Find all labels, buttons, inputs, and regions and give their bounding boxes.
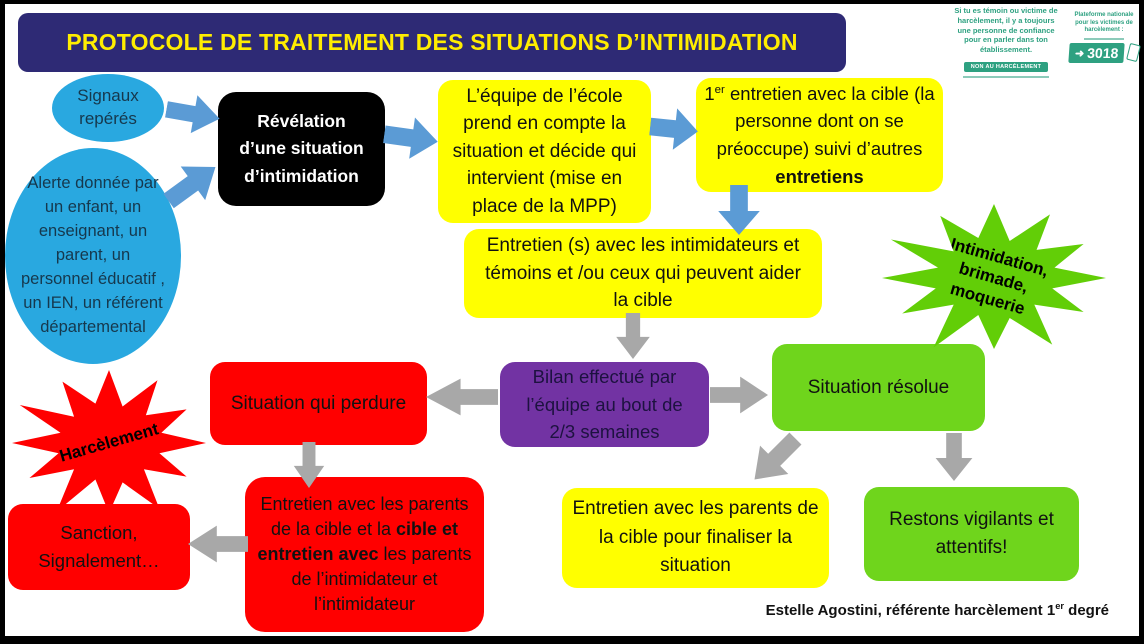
hotline-caption: Plateforme nationale pour les victimes d… [1074, 12, 1134, 33]
node-signals-label: Signaux repérés [77, 86, 139, 128]
node-interviews-label: Entretien (s) avec les intimidateurs et … [485, 235, 801, 312]
node-finalize: Entretien avec les parents de la cible p… [562, 488, 829, 588]
node-first-interview-label: 1er entretien avec la cible (la personne… [704, 80, 936, 191]
slide-canvas: PROTOCOLE DE TRAITEMENT DES SITUATIONS D… [5, 4, 1142, 636]
node-resolved-label: Situation résolue [807, 376, 950, 398]
poster-fine-print [963, 75, 1049, 78]
node-team: L’équipe de l’école prend en compte la s… [438, 80, 651, 223]
first-interview-text: entretien avec la cible (la personne don… [716, 82, 935, 160]
node-vigilant: Restons vigilants et attentifs! [864, 487, 1079, 581]
arrow-parents-to-sanction [188, 521, 248, 567]
first-interview-bold: entretiens [775, 165, 864, 187]
node-resolved: Situation résolue [772, 344, 985, 431]
starburst-harcelement: Harcèlement [12, 370, 206, 514]
node-finalize-label: Entretien avec les parents de la cible p… [572, 498, 819, 577]
hotline-number: 3018 [1086, 44, 1120, 61]
node-parents-interview-label: Entretien avec les parents de la cible e… [257, 492, 472, 618]
hotline-fine-print [1084, 37, 1124, 40]
node-vigilant-label: Restons vigilants et attentifs! [889, 508, 1054, 559]
arrow-resolved-to-vigilant [931, 433, 977, 481]
node-revelation: Révélation d’une situation d’intimidatio… [218, 92, 385, 206]
arrow-right-icon: ➜ [1074, 47, 1085, 59]
hotline-3018-badge: Plateforme nationale pour les victimes d… [1066, 12, 1142, 72]
author-credit-suffix: degré [1063, 602, 1109, 619]
poster-button-label: NON AU HARCÈLEMENT [963, 61, 1049, 72]
node-parents-interview: Entretien avec les parents de la cible e… [245, 477, 484, 632]
arrow-alert-to-revelation [153, 146, 230, 222]
author-credit-text: Estelle Agostini, référente harcèlement … [765, 602, 1056, 619]
poster-text: Si tu es témoin ou victime de harcèlemen… [954, 6, 1058, 54]
node-first-interview: 1er entretien avec la cible (la personne… [696, 78, 943, 192]
arrow-interviews-to-review [612, 313, 654, 359]
parents-text-2: les parents de l’intimidateur et l’intim… [291, 543, 472, 615]
page-title: PROTOCOLE DE TRAITEMENT DES SITUATIONS D… [66, 29, 798, 55]
node-alert-label: Alerte donnée par un enfant, un enseigna… [20, 174, 165, 336]
node-review: Bilan effectué par l’équipe au bout de 2… [500, 362, 709, 447]
arrow-resolved-to-finalize [737, 421, 813, 497]
node-sanction-label: Sanction, Signalement… [38, 522, 160, 571]
author-credit-sup: er [1055, 601, 1064, 611]
node-sanction: Sanction, Signalement… [8, 504, 190, 590]
ordinal-sup: er [714, 83, 725, 96]
starburst-intimidation: Intimidation, brimade, moquerie [882, 204, 1106, 350]
arrow-review-to-resolved [710, 372, 768, 418]
node-persists: Situation qui perdure [210, 362, 427, 445]
title-bar: PROTOCOLE DE TRAITEMENT DES SITUATIONS D… [18, 13, 846, 72]
arrow-revelation-to-team [381, 108, 442, 167]
arrow-signals-to-revelation [162, 86, 224, 143]
parents-text-1: Entretien avec les parents de la cible e… [260, 493, 469, 539]
node-team-label: L’équipe de l’école prend en compte la s… [452, 85, 637, 217]
node-alert: Alerte donnée par un enfant, un enseigna… [5, 148, 181, 364]
hotline-number-box: ➜ 3018 [1068, 42, 1126, 63]
starburst-harcelement-label: Harcèlement [57, 419, 161, 467]
node-interviews: Entretien (s) avec les intimidateurs et … [464, 229, 822, 318]
arrow-team-to-first-interview [647, 101, 700, 158]
arrow-review-to-persists [426, 374, 498, 420]
parents-text-bold: cible et entretien avec [257, 518, 459, 564]
arrow-persists-to-parents [290, 442, 328, 488]
ordinal-number: 1 [704, 82, 715, 104]
author-credit: Estelle Agostini, référente harcèlement … [766, 601, 1109, 619]
arrow-first-interview-to-interviews [713, 185, 765, 235]
node-signals: Signaux repérés [52, 74, 164, 142]
phone-icon [1125, 42, 1141, 63]
node-review-label: Bilan effectué par l’équipe au bout de 2… [526, 365, 683, 443]
anti-harassment-poster: Si tu es témoin ou victime de harcèlemen… [950, 6, 1062, 78]
node-persists-label: Situation qui perdure [230, 392, 407, 414]
starburst-intimidation-label: Intimidation, brimade, moquerie [937, 233, 1052, 322]
node-revelation-label: Révélation d’une situation d’intimidatio… [239, 111, 364, 186]
